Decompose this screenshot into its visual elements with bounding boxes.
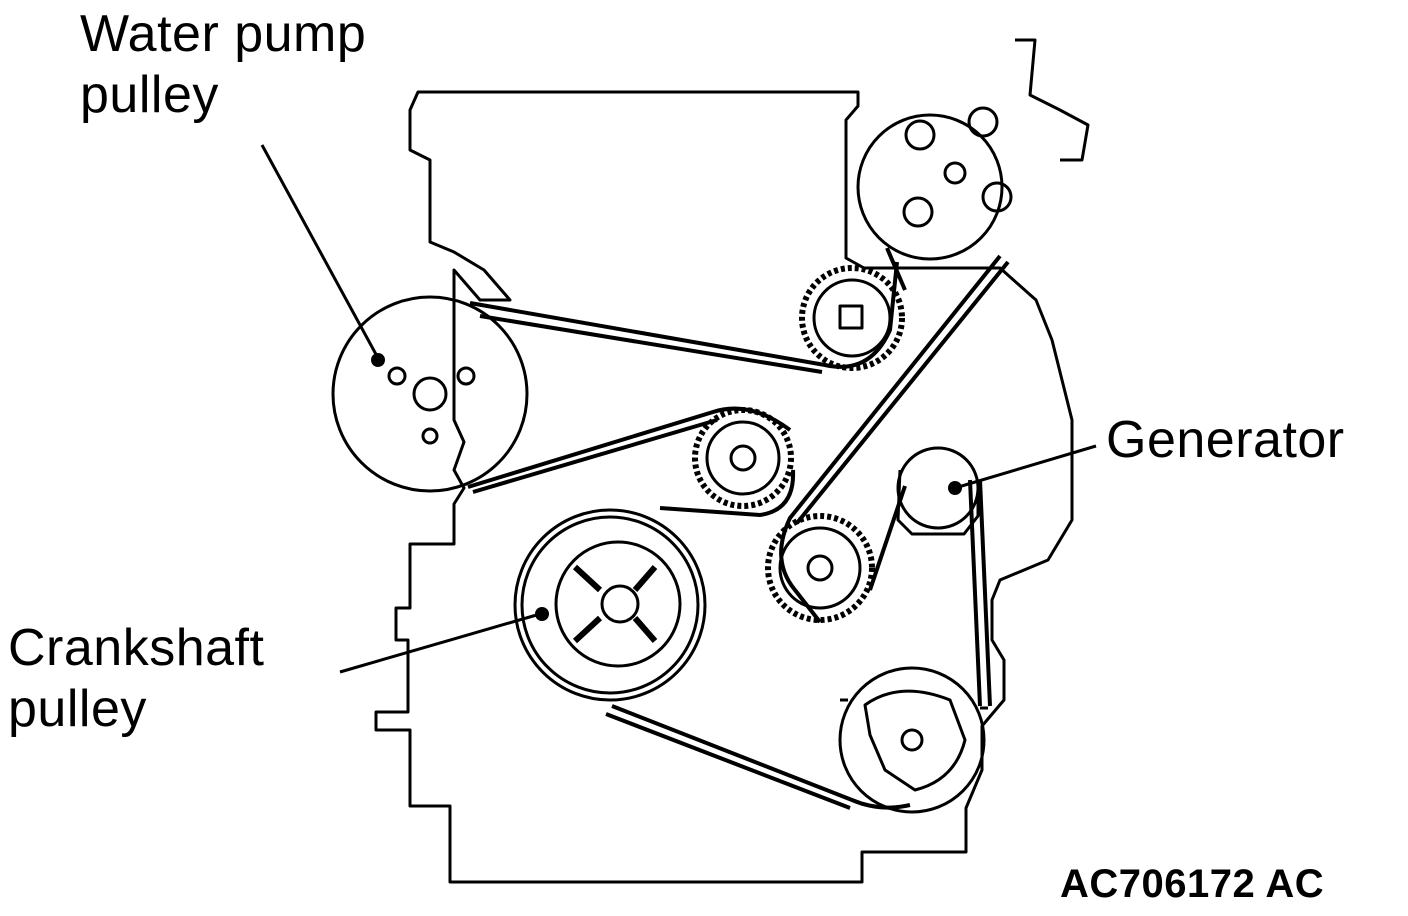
leader-lines [260,144,1097,674]
center-idler-pulley [765,513,875,623]
generator-label: Generator [1106,411,1345,469]
middle-idler-pulley [692,407,794,509]
crankshaft-leader-dot [535,607,549,621]
leader-crankshaft [339,612,541,674]
figure-id: AC706172 AC [1060,862,1325,906]
generator-leader-dot [948,481,962,495]
water-pump-pulley-label: Water pump pulley [80,5,367,125]
crankshaft-pulley-label: Crankshaft pulley [8,619,265,739]
leader-generator [954,444,1097,490]
leader-water-pump [260,144,380,359]
upper-tensioner-pulley [799,265,905,371]
ac-compressor-pulley [838,666,988,814]
water-pump-leader-dot [371,353,385,367]
drive-belt [467,247,1010,810]
engine-block-outline [374,90,1074,884]
water-pump-pulley [331,295,529,493]
generator-pulley [896,446,980,536]
upper-accessory-pulley [856,38,1090,261]
crankshaft-pulley [513,508,707,702]
